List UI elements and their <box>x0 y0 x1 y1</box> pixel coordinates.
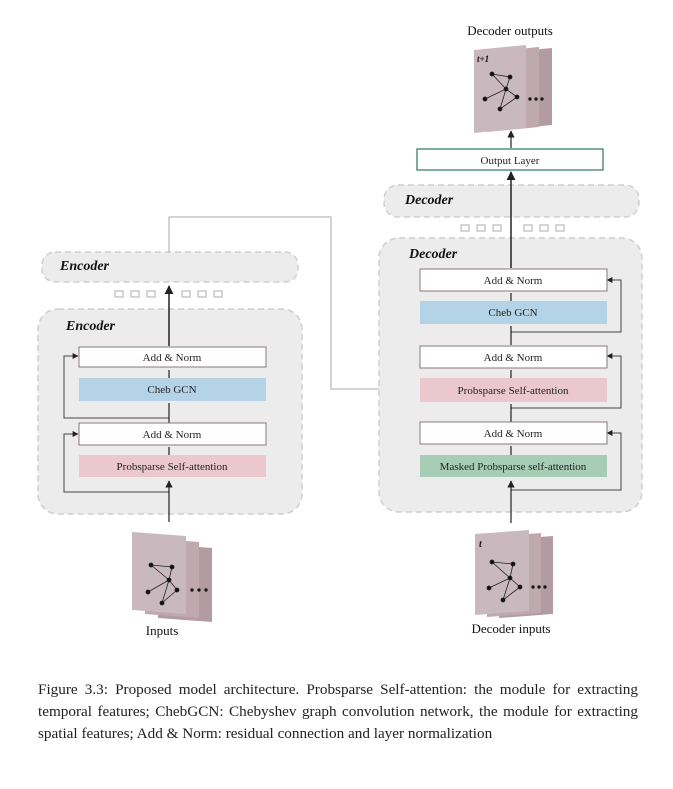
decoder-input-graph-stack: t <box>475 530 553 618</box>
encoder-add-norm-bottom-label: Add & Norm <box>143 429 202 441</box>
decoder-probsparse-label: Probsparse Self-attention <box>458 385 569 397</box>
decoder-residual-bottom <box>511 430 622 491</box>
decoder-input-label: Decoder inputs <box>471 621 550 636</box>
decoder-residual-middle <box>511 353 622 409</box>
output-layer: Output Layer <box>416 148 604 171</box>
output-layer-label: Output Layer <box>481 155 540 167</box>
decoder-residual-top <box>511 277 622 333</box>
encoder-add-norm-top: Add & Norm <box>78 346 267 368</box>
encoder-block: Encoder <box>37 308 303 515</box>
encoder-cheb-gcn: Cheb GCN <box>79 378 266 401</box>
encoder-block-title: Encoder <box>65 319 116 334</box>
encoder-probsparse-label: Probsparse Self-attention <box>117 461 228 473</box>
encoder-residual-lower <box>63 431 169 493</box>
architecture-diagram: Encoder Encoder Add & Norm Cheb GCN Add … <box>37 23 643 638</box>
graph-icon <box>482 71 544 112</box>
encoder-decoder-connection <box>168 216 420 392</box>
decoder-add-norm-1-label: Add & Norm <box>484 275 543 287</box>
decoder-add-norm-2-label: Add & Norm <box>484 352 543 364</box>
encoder-residual-upper <box>63 353 169 419</box>
encoder-add-norm-bottom: Add & Norm <box>78 422 267 446</box>
decoder-add-norm-1: Add & Norm <box>419 268 608 292</box>
decoder-add-norm-2: Add & Norm <box>419 345 608 369</box>
decoder-stack-title: Decoder <box>404 193 454 208</box>
decoder-masked-probsparse: Masked Probsparse self-attention <box>420 455 607 477</box>
encoder-cheb-gcn-label: Cheb GCN <box>147 384 196 396</box>
decoder-output-label: Decoder outputs <box>467 23 553 38</box>
encoder-stack-title: Encoder <box>59 259 110 274</box>
graph-icon <box>145 562 208 606</box>
decoder-cheb-gcn-label: Cheb GCN <box>488 307 537 319</box>
encoder-input-graph-stack <box>132 532 212 622</box>
decoder-masked-probsparse-label: Masked Probsparse self-attention <box>440 461 587 473</box>
encoder-probsparse: Probsparse Self-attention <box>79 455 266 477</box>
encoder-stack-bar: Encoder <box>41 251 299 283</box>
decoder-block-title: Decoder <box>408 247 458 262</box>
decoder-add-norm-3: Add & Norm <box>419 421 608 445</box>
encoder-stack-dots <box>114 290 223 298</box>
encoder-input-label: Inputs <box>146 623 179 638</box>
decoder-stack-dots <box>460 224 565 232</box>
decoder-add-norm-3-label: Add & Norm <box>484 428 543 440</box>
decoder-output-time-label: t+1 <box>477 54 489 64</box>
figure-caption: Figure 3.3: Proposed model architecture.… <box>38 681 638 742</box>
graph-icon <box>486 559 547 603</box>
decoder-cheb-gcn: Cheb GCN <box>420 301 607 324</box>
decoder-probsparse: Probsparse Self-attention <box>420 378 607 402</box>
decoder-input-time-label: t <box>479 539 483 550</box>
decoder-output-graph-stack: t+1 <box>474 45 552 133</box>
encoder-add-norm-top-label: Add & Norm <box>143 352 202 364</box>
